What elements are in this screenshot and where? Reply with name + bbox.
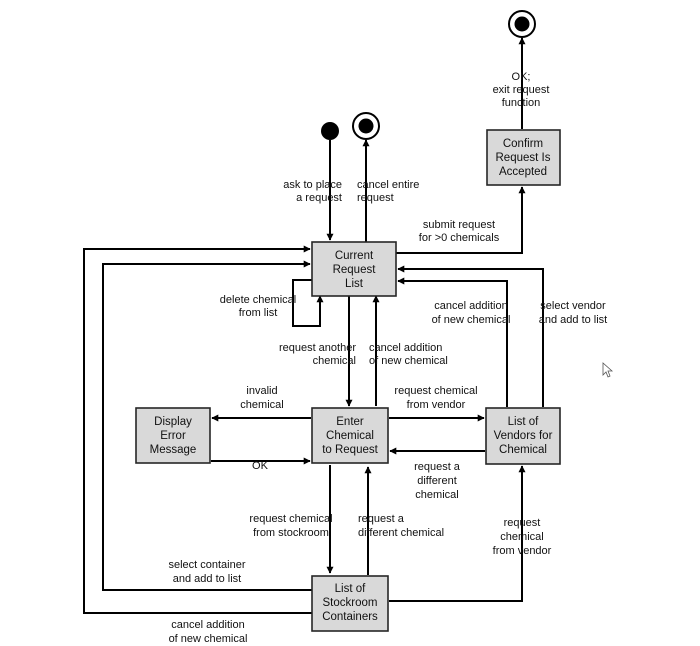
svg-text:Stockroom: Stockroom bbox=[323, 597, 378, 609]
label-cancel-addition-bottom: cancel addition of new chemical bbox=[169, 619, 248, 645]
label-cancel-addition-vendor: cancel addition of new chemical bbox=[432, 300, 511, 326]
svg-text:for >0 chemicals: for >0 chemicals bbox=[419, 232, 500, 244]
svg-text:from vendor: from vendor bbox=[493, 545, 552, 557]
label-cancel-addition-center: cancel addition of new chemical bbox=[369, 342, 448, 367]
svg-text:a request: a request bbox=[296, 192, 342, 204]
svg-text:Vendors for: Vendors for bbox=[494, 430, 553, 442]
svg-text:request: request bbox=[357, 192, 394, 204]
svg-text:request chemical: request chemical bbox=[249, 513, 332, 525]
edge-cancel-addition-bottom bbox=[83, 245, 312, 614]
svg-text:request a: request a bbox=[358, 513, 405, 525]
svg-text:cancel addition: cancel addition bbox=[171, 619, 244, 631]
state-enter-chemical: Enter Chemical to Request bbox=[311, 407, 389, 464]
svg-text:select container: select container bbox=[168, 559, 245, 571]
svg-text:submit request: submit request bbox=[423, 219, 495, 231]
state-current-request-list: Current Request List bbox=[311, 241, 397, 297]
final-state-exit bbox=[508, 10, 536, 38]
svg-text:from list: from list bbox=[239, 307, 278, 319]
svg-text:different: different bbox=[417, 475, 457, 487]
label-request-another: request another chemical bbox=[279, 342, 356, 367]
svg-text:Accepted: Accepted bbox=[499, 166, 547, 178]
svg-text:select vendor: select vendor bbox=[540, 300, 606, 312]
edge-delete-chemical bbox=[292, 279, 324, 327]
svg-text:from stockroom: from stockroom bbox=[253, 527, 329, 539]
svg-text:exit request: exit request bbox=[493, 84, 550, 96]
svg-text:of new chemical: of new chemical bbox=[432, 314, 511, 326]
svg-text:request another: request another bbox=[279, 342, 356, 354]
svg-text:Message: Message bbox=[150, 444, 197, 456]
svg-text:cancel entire: cancel entire bbox=[357, 179, 419, 191]
svg-text:of new chemical: of new chemical bbox=[369, 355, 448, 367]
label-request-different-stockroom: request a different chemical bbox=[358, 513, 444, 539]
svg-text:to Request: to Request bbox=[322, 444, 378, 456]
edge-select-container bbox=[102, 260, 312, 591]
svg-text:delete chemical: delete chemical bbox=[220, 294, 296, 306]
svg-text:Enter: Enter bbox=[336, 416, 364, 428]
edge-request-from-vendor-bottom bbox=[389, 465, 526, 602]
cursor-icon bbox=[602, 362, 614, 378]
label-request-from-vendor-top: request chemical from vendor bbox=[394, 385, 477, 411]
label-ask-to-place: ask to place a request bbox=[283, 179, 342, 204]
final-state-cancel bbox=[352, 112, 380, 140]
svg-text:Error: Error bbox=[160, 430, 186, 442]
svg-text:List: List bbox=[345, 278, 364, 290]
svg-text:chemical: chemical bbox=[313, 355, 356, 367]
svg-text:Request Is: Request Is bbox=[496, 152, 551, 164]
svg-text:Chemical: Chemical bbox=[326, 430, 374, 442]
svg-text:and add to list: and add to list bbox=[173, 573, 242, 585]
svg-text:chemical: chemical bbox=[415, 489, 458, 501]
svg-text:request: request bbox=[504, 517, 541, 529]
label-request-different-vendor: request a different chemical bbox=[414, 461, 461, 501]
svg-text:function: function bbox=[502, 97, 541, 109]
svg-text:and add to list: and add to list bbox=[539, 314, 608, 326]
svg-text:cancel addition: cancel addition bbox=[369, 342, 442, 354]
svg-text:OK;: OK; bbox=[512, 71, 531, 83]
svg-text:OK: OK bbox=[252, 460, 269, 472]
svg-text:Confirm: Confirm bbox=[503, 138, 543, 150]
state-list-of-vendors: List of Vendors for Chemical bbox=[485, 407, 561, 465]
svg-text:ask to place: ask to place bbox=[283, 179, 342, 191]
svg-text:Chemical: Chemical bbox=[499, 444, 547, 456]
label-select-vendor: select vendor and add to list bbox=[539, 300, 608, 326]
svg-text:List of: List of bbox=[335, 583, 366, 595]
svg-text:from vendor: from vendor bbox=[407, 399, 466, 411]
label-invalid-chemical: invalid chemical bbox=[240, 385, 283, 411]
svg-text:different chemical: different chemical bbox=[358, 527, 444, 539]
svg-text:chemical: chemical bbox=[240, 399, 283, 411]
svg-text:cancel addition: cancel addition bbox=[434, 300, 507, 312]
state-display-error: Display Error Message bbox=[135, 407, 211, 464]
label-ok-exit: OK; exit request function bbox=[493, 71, 550, 109]
svg-text:of new chemical: of new chemical bbox=[169, 633, 248, 645]
svg-text:request a: request a bbox=[414, 461, 461, 473]
label-delete-chemical: delete chemical from list bbox=[220, 294, 296, 319]
svg-text:invalid: invalid bbox=[246, 385, 277, 397]
state-list-of-stockroom: List of Stockroom Containers bbox=[311, 575, 389, 632]
label-submit-request: submit request for >0 chemicals bbox=[419, 219, 500, 244]
svg-text:Display: Display bbox=[154, 416, 192, 428]
state-confirm-request: Confirm Request Is Accepted bbox=[486, 129, 561, 186]
svg-text:request chemical: request chemical bbox=[394, 385, 477, 397]
svg-text:Containers: Containers bbox=[322, 611, 378, 623]
initial-state bbox=[321, 122, 339, 140]
edge-cancel-addition-vendor bbox=[397, 277, 508, 407]
edge-select-vendor bbox=[397, 265, 544, 407]
label-select-container: select container and add to list bbox=[168, 559, 245, 585]
label-ok-error: OK bbox=[252, 460, 269, 472]
svg-text:Current: Current bbox=[335, 250, 374, 262]
svg-text:List of: List of bbox=[508, 416, 539, 428]
label-request-from-vendor-bottom: request chemical from vendor bbox=[493, 517, 552, 557]
svg-text:Request: Request bbox=[333, 264, 377, 276]
svg-text:chemical: chemical bbox=[500, 531, 543, 543]
edge-submit-request bbox=[396, 186, 526, 254]
label-request-from-stockroom: request chemical from stockroom bbox=[249, 513, 332, 539]
label-cancel-entire: cancel entire request bbox=[357, 179, 419, 204]
